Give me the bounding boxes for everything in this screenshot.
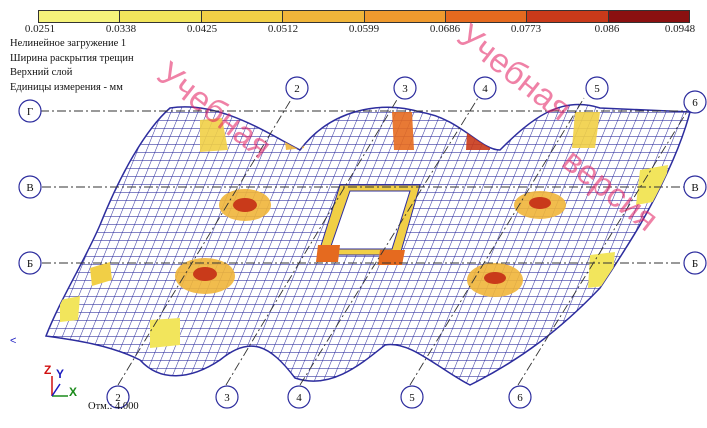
grid-axes	[40, 97, 689, 386]
svg-text:4: 4	[482, 83, 488, 95]
svg-text:В: В	[691, 182, 698, 194]
units-label: Единицы измерения - мм	[10, 81, 123, 93]
axis-bubbles-top: 2 3 4 5	[285, 76, 609, 100]
legend-tick: 0.0512	[267, 23, 299, 35]
slab-opening	[316, 184, 421, 265]
legend-swatch	[608, 11, 689, 22]
svg-text:6: 6	[517, 392, 523, 404]
legend-tick: 0.0948	[664, 23, 696, 35]
svg-text:2: 2	[294, 83, 300, 95]
coordinate-system-icon: Z Y X	[44, 363, 77, 399]
legend-swatch	[445, 11, 528, 22]
legend-swatch	[283, 11, 365, 22]
axis-bubbles-bottom: 2 3 4 5 6	[106, 385, 532, 409]
legend-tick: 0.086	[594, 23, 620, 35]
color-scale-legend	[38, 10, 690, 23]
legend-swatch	[39, 11, 121, 22]
svg-text:5: 5	[409, 392, 415, 404]
svg-text:4: 4	[296, 392, 302, 404]
legend-tick: 0.0338	[105, 23, 137, 35]
legend-tick: 0.0773	[510, 23, 542, 35]
svg-text:Z: Z	[44, 363, 51, 377]
layer-label: Верхний слой	[10, 67, 73, 78]
legend-swatch	[120, 11, 202, 22]
svg-text:6: 6	[692, 97, 698, 109]
legend-tick: 0.0599	[348, 23, 380, 35]
result-type-label: Ширина раскрытия трещин	[10, 52, 134, 64]
svg-text:2: 2	[115, 392, 121, 404]
svg-text:3: 3	[402, 83, 408, 95]
load-case-label: Нелинейное загружение 1	[10, 38, 127, 49]
axis-bubbles-left: Г В Б	[18, 99, 42, 275]
svg-text:Б: Б	[692, 258, 698, 270]
legend-swatch	[527, 11, 609, 22]
cursor-mark: <	[10, 335, 16, 347]
legend-tick: 0.0425	[186, 23, 218, 35]
svg-text:Y: Y	[56, 367, 64, 381]
result-info: Нелинейное загружение 1 Ширина раскрытия…	[10, 37, 134, 95]
svg-text:Учебная: Учебная	[450, 16, 579, 128]
legend-tick: 0.0686	[429, 23, 461, 35]
legend-ticks: 0.0251 0.0338 0.0425 0.0512 0.0599 0.068…	[0, 23, 707, 37]
svg-text:X: X	[69, 385, 77, 399]
axis-bubbles-right: 6 В Б	[683, 90, 707, 275]
svg-text:Б: Б	[27, 258, 33, 270]
svg-text:3: 3	[224, 392, 230, 404]
elevation-label: Отм.: 4.000	[88, 401, 139, 412]
svg-text:5: 5	[594, 83, 600, 95]
svg-text:Г: Г	[27, 106, 33, 118]
legend-tick: 0.0251	[24, 23, 56, 35]
legend-swatch	[364, 11, 446, 22]
legend-swatch	[201, 11, 284, 22]
svg-text:В: В	[26, 182, 33, 194]
